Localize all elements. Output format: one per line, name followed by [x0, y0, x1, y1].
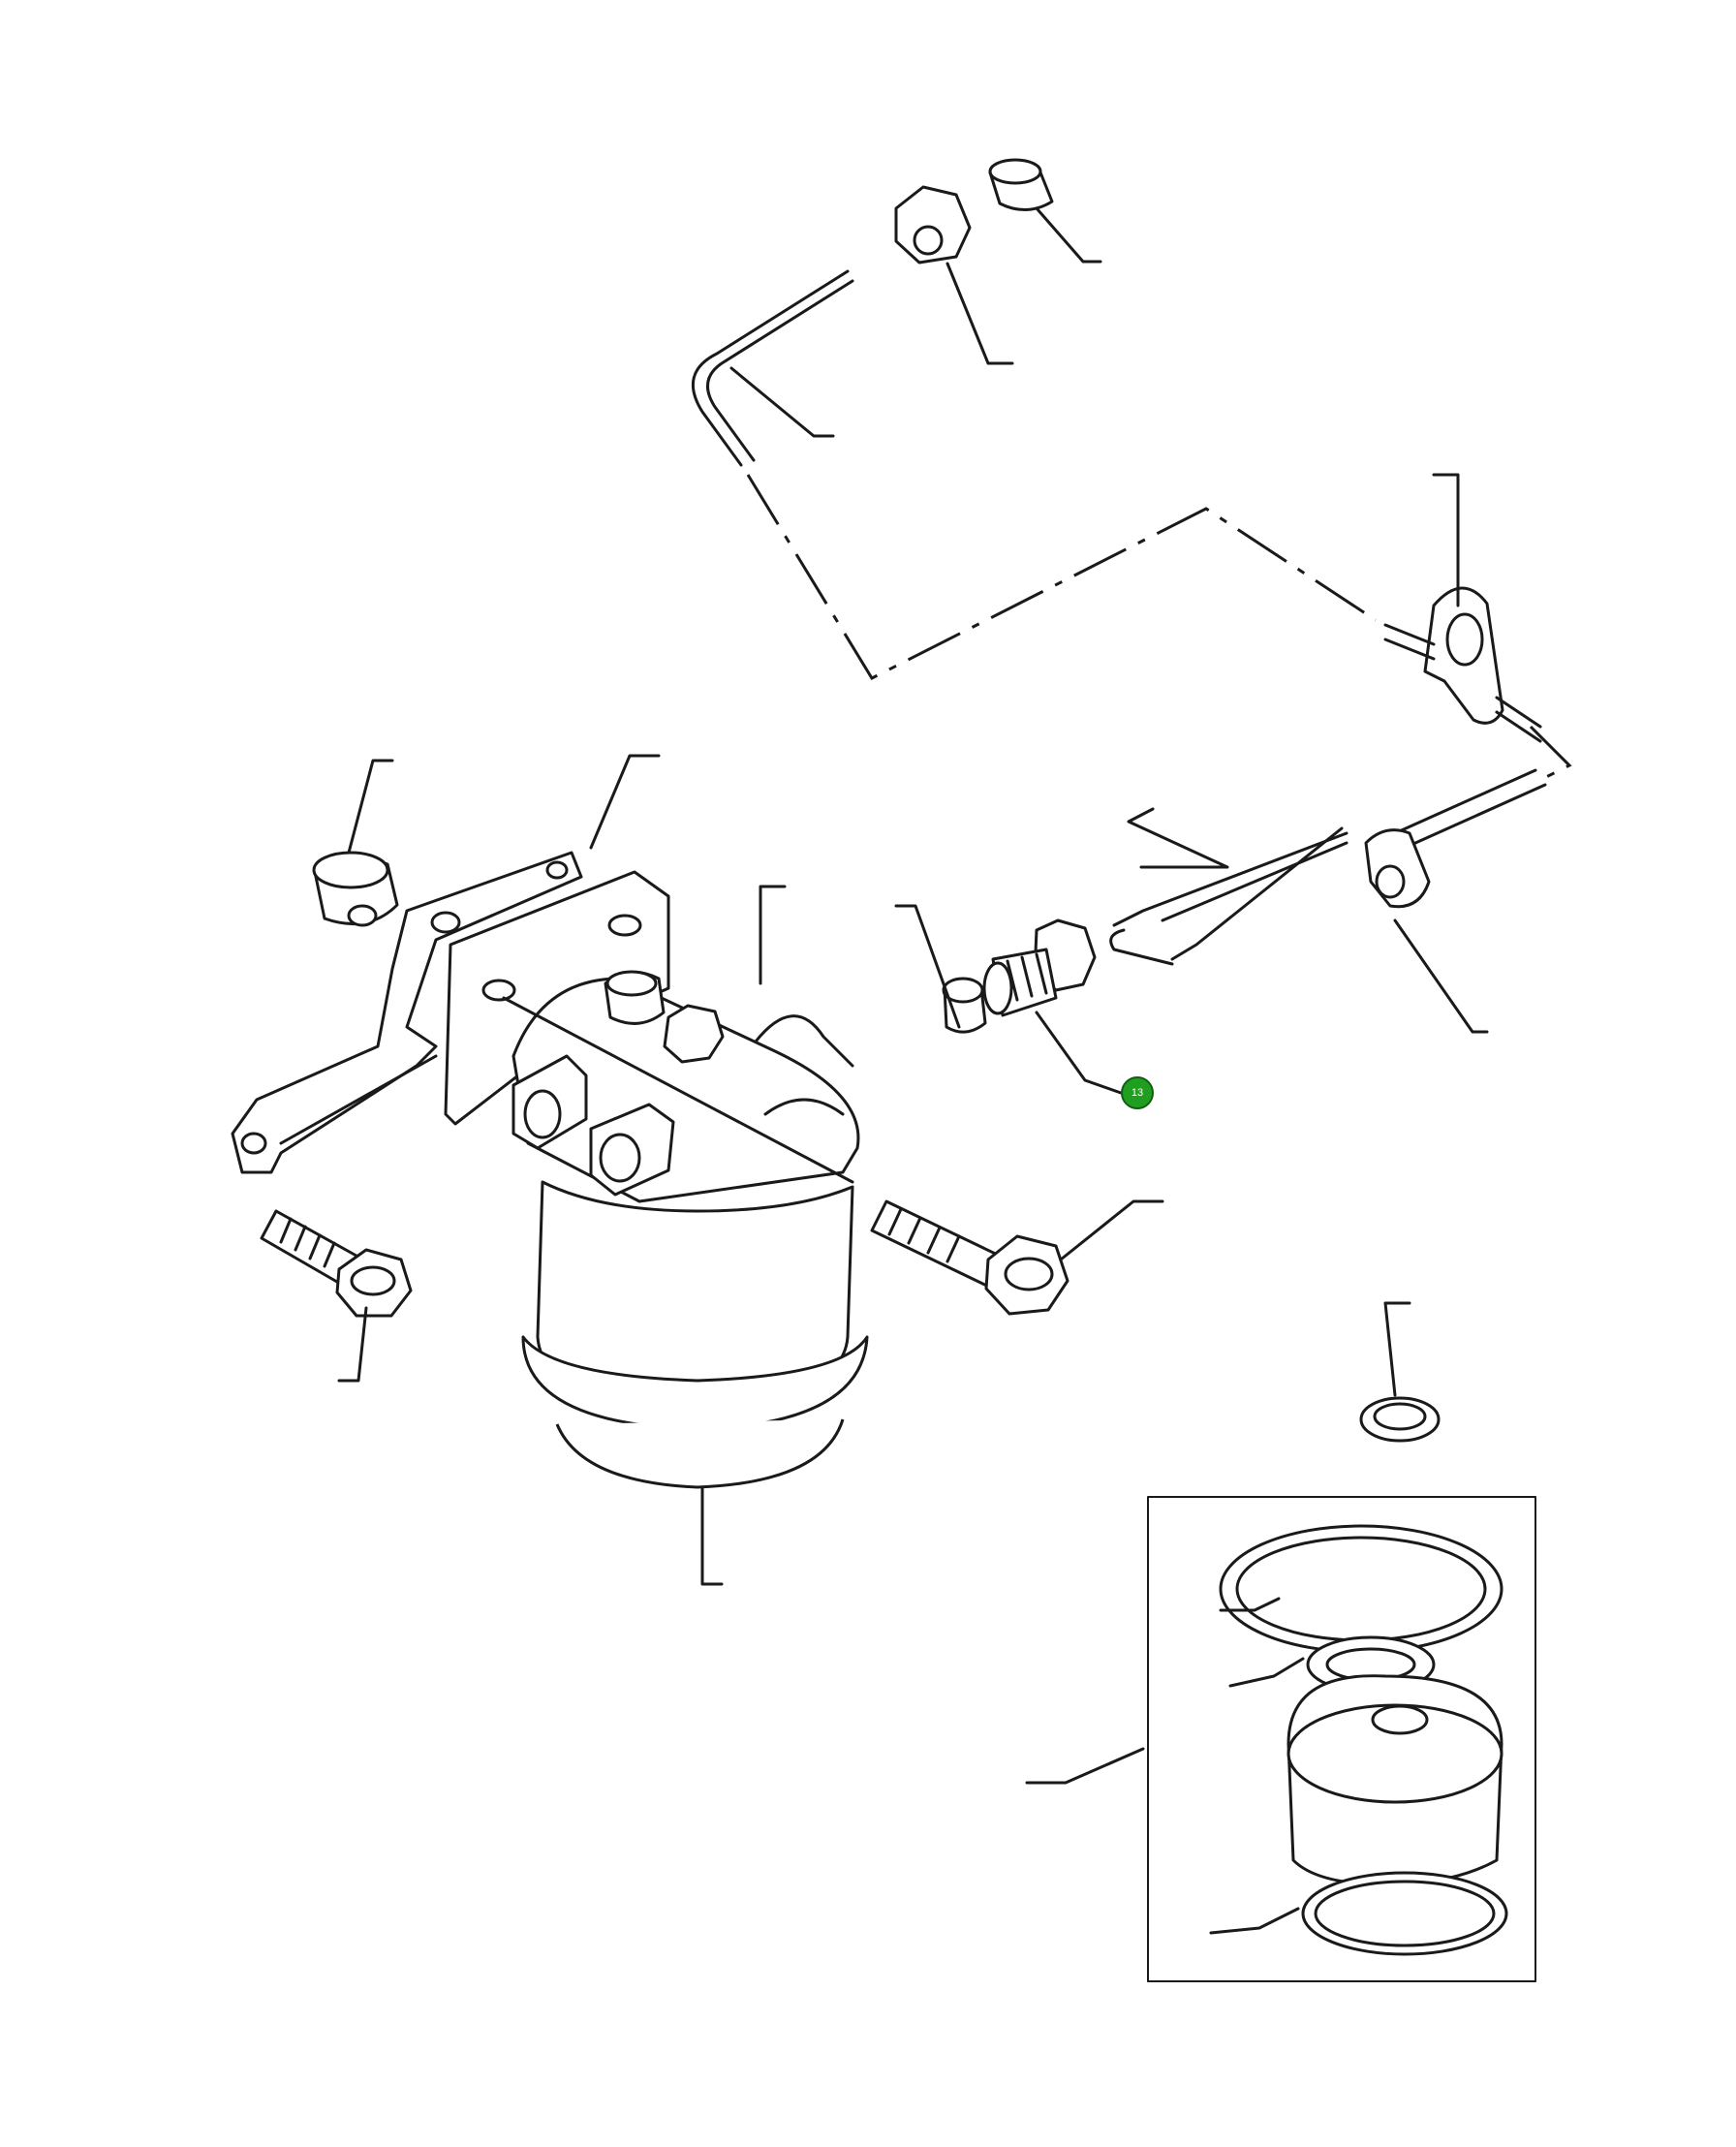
small-seal-ring-part — [1359, 1301, 1441, 1443]
banjo-bolt-part — [894, 904, 1123, 1095]
mounting-bracket-part — [231, 754, 661, 1174]
sleeve-part — [988, 158, 1102, 264]
pipe-bracket-part — [1383, 473, 1542, 743]
bent-pipe-part — [691, 269, 854, 467]
callout-13[interactable]: 13 — [1121, 1076, 1154, 1109]
left-flange-bolt-part — [260, 1209, 413, 1383]
filter-element-kit-part — [1025, 1496, 1536, 1982]
filter-canister-part — [521, 1180, 869, 1586]
right-flange-bolt-part — [870, 1199, 1164, 1316]
fuel-return-pipe-part — [1109, 768, 1547, 1034]
spacer-nut-part — [312, 759, 399, 927]
hex-nut-part — [894, 185, 1014, 365]
assembly-line-2 — [1529, 725, 1572, 782]
filter-head-part — [444, 870, 860, 1203]
assembly-line-1 — [746, 474, 1377, 680]
